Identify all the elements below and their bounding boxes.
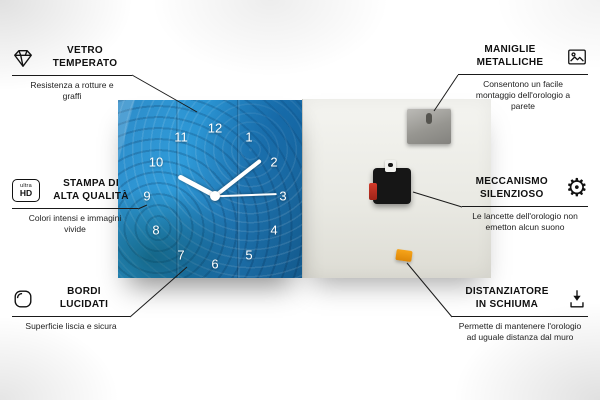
- clock-number: 3: [279, 188, 287, 204]
- callout-vetro-temperato: VETRO TEMPERATO Resistenza a rotture e g…: [12, 44, 132, 102]
- metal-hanger-plate: [407, 108, 451, 144]
- callout-title-line: VETRO: [67, 45, 103, 56]
- callout-title-line: ALTA QUALITÀ: [53, 190, 129, 202]
- clock-number: 5: [245, 247, 253, 263]
- clock-number: 1: [245, 129, 253, 145]
- callout-title-line: DISTANZIATORE: [465, 286, 549, 297]
- hanging-hook: [385, 160, 396, 172]
- callout-title: MECCANISMO SILENZIOSO: [462, 176, 562, 201]
- minute-hand: [213, 158, 262, 198]
- clock-center-cap: [210, 191, 220, 201]
- gear-icon: ⚙: [565, 174, 588, 202]
- clock-number: 6: [211, 256, 219, 272]
- callout-title: DISTANZIATORE IN SCHIUMA: [452, 286, 562, 311]
- callout-title-line: STAMPA DI: [63, 178, 119, 189]
- ultra-hd-icon: ultra HD: [12, 179, 40, 202]
- callout-title: MANIGLIE METALLICHE: [458, 44, 562, 69]
- foam-spacer: [395, 248, 413, 263]
- callout-description: Permette di mantenere l'orologio ad ugua…: [458, 321, 582, 343]
- diamond-icon: [12, 47, 34, 69]
- clock-number: 11: [174, 129, 188, 145]
- callout-title-line: METALLICHE: [476, 56, 544, 68]
- clock-front-panel: 12 1 2 3 4 5 6 7 8 9 10 11: [118, 100, 302, 278]
- clock-number: 2: [270, 154, 278, 170]
- battery: [369, 183, 377, 200]
- callout-description: Superficie liscia e sicura: [25, 321, 117, 331]
- callout-description: Le lancette dell'orologio non emetton al…: [472, 211, 578, 233]
- second-hand: [214, 193, 277, 197]
- callout-title-line: BORDI: [67, 286, 101, 297]
- callout-bordi-lucidati: BORDI LUCIDATI Superficie liscia e sicur…: [12, 285, 130, 332]
- callout-title: VETRO TEMPERATO: [38, 45, 132, 70]
- callout-title-line: IN SCHIUMA: [475, 298, 539, 310]
- callout-stampa-alta-qualita: ultra HD STAMPA DI ALTA QUALITÀ Colori i…: [12, 177, 138, 235]
- clock-number: 12: [207, 120, 223, 136]
- callout-head: VETRO TEMPERATO: [12, 44, 132, 76]
- callout-title-line: TEMPERATO: [52, 57, 118, 69]
- callout-title-line: MANIGLIE: [484, 44, 536, 55]
- callout-head: MANIGLIE METALLICHE: [458, 43, 588, 75]
- clock-number: 10: [148, 154, 164, 170]
- callout-description: Resistenza a rotture e graffi: [30, 80, 114, 102]
- callout-title-line: LUCIDATI: [59, 298, 109, 310]
- callout-description: Consentono un facile montaggio dell'orol…: [475, 79, 571, 112]
- callout-title: BORDI LUCIDATI: [38, 286, 130, 311]
- callout-title-line: MECCANISMO: [475, 176, 549, 187]
- callout-title: STAMPA DI ALTA QUALITÀ: [44, 178, 138, 203]
- callout-head: ultra HD STAMPA DI ALTA QUALITÀ: [12, 177, 138, 209]
- callout-title-line: SILENZIOSO: [480, 188, 544, 200]
- clock-mechanism: [369, 160, 411, 204]
- callout-description: Colori intensi e immagini vivide: [28, 213, 122, 235]
- callout-maniglie-metalliche: MANIGLIE METALLICHE Consentono un facile…: [458, 43, 588, 112]
- picture-frame-icon: [566, 46, 588, 68]
- hanger-slot: [426, 113, 432, 124]
- callout-head: MECCANISMO SILENZIOSO ⚙: [462, 175, 588, 207]
- clock-back-panel: [302, 99, 491, 278]
- callout-distanziatore-in-schiuma: DISTANZIATORE IN SCHIUMA Permette di man…: [452, 285, 588, 343]
- rounded-edges-icon: [12, 288, 34, 310]
- callout-head: DISTANZIATORE IN SCHIUMA: [452, 285, 588, 317]
- callout-meccanismo-silenzioso: MECCANISMO SILENZIOSO ⚙ Le lancette dell…: [462, 175, 588, 233]
- clock-number: 8: [152, 222, 160, 238]
- callout-head: BORDI LUCIDATI: [12, 285, 130, 317]
- clock-number: 9: [143, 188, 151, 204]
- clock-number: 4: [270, 222, 278, 238]
- spacer-arrow-icon: [566, 288, 588, 310]
- clock-number: 7: [177, 247, 185, 263]
